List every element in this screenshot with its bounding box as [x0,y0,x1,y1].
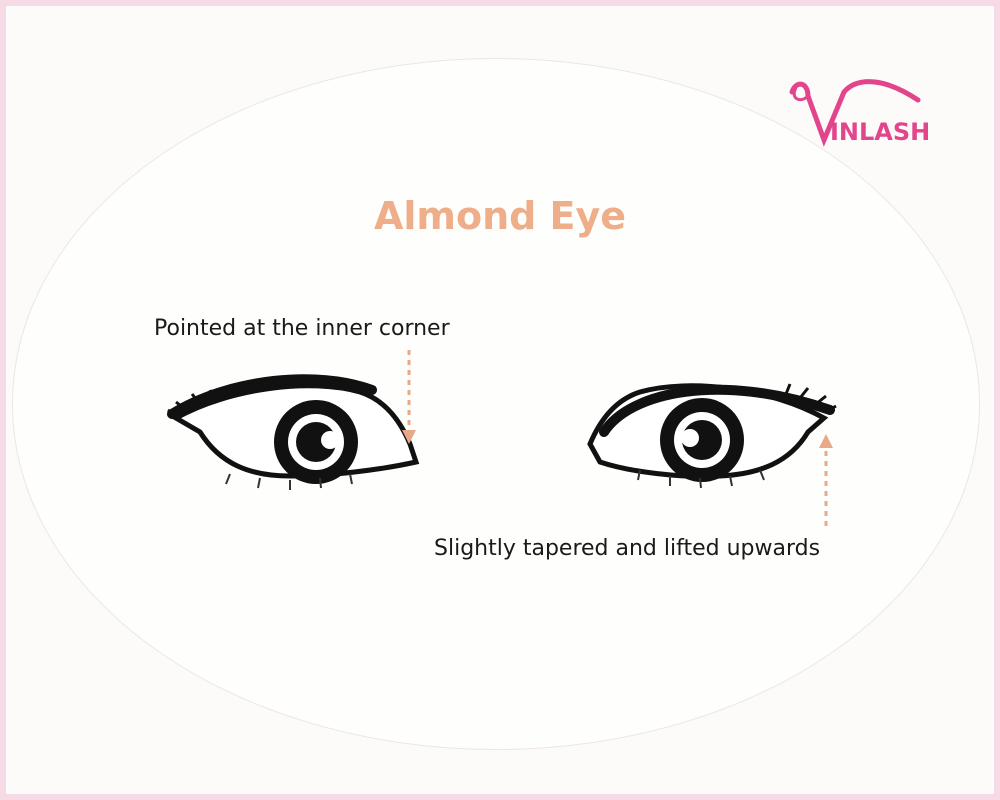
vinlash-logo-icon [789,79,921,147]
diagram-title: Almond Eye [373,194,627,238]
inner-corner-arrow [402,350,416,444]
left-eye [167,374,420,490]
outer-corner-arrow [819,434,833,526]
inner-corner-label: Pointed at the inner corner [154,316,450,341]
logo-text: INLASH [830,118,931,146]
outer-corner-label: Slightly tapered and lifted upwards [434,536,821,561]
right-eye [587,383,837,489]
